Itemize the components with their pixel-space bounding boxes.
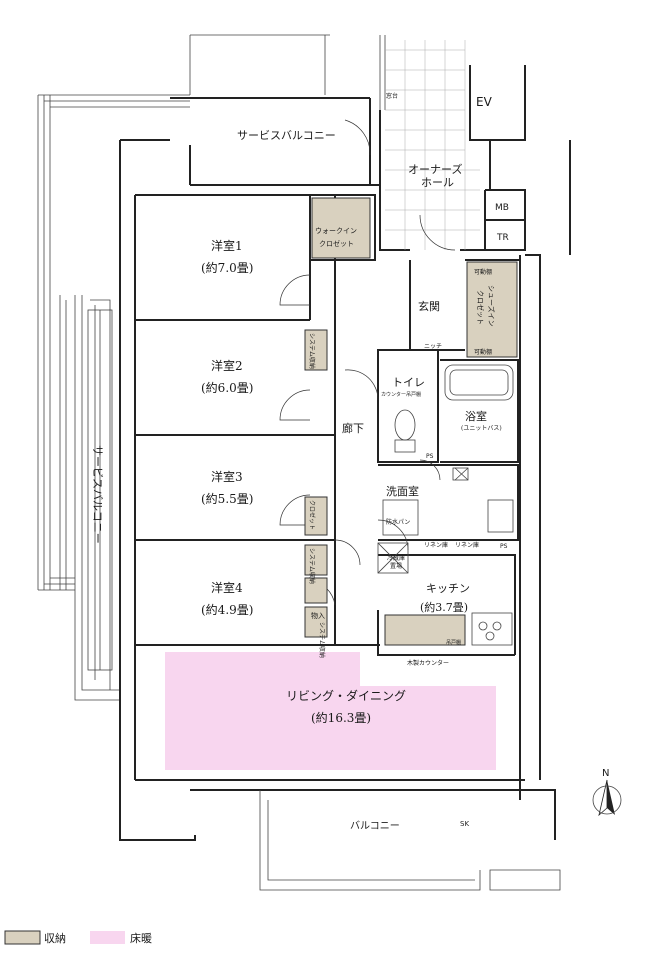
western1-name: 洋室1: [211, 238, 243, 253]
legend-storage-label: 収納: [44, 932, 66, 945]
owners-hall-label-2: ホール: [421, 176, 454, 189]
washroom-label: 洗面室: [386, 484, 419, 498]
kitchen-size: (約3.7畳): [420, 600, 468, 614]
western4-name: 洋室4: [211, 580, 243, 595]
linen-label-2: リネン庫: [455, 541, 479, 549]
western2-name: 洋室2: [211, 358, 243, 373]
wood-counter-label: 木製カウンター: [407, 659, 449, 667]
living-size: (約16.3畳): [311, 710, 371, 725]
storage-room: [304, 606, 328, 638]
shoes-closet-label: クロゼット: [476, 290, 485, 325]
room3-closet: [304, 496, 328, 536]
western2-size: (約6.0畳): [201, 380, 253, 395]
bath-sub: (ユニットバス): [461, 425, 502, 432]
genkan-label: 玄関: [418, 299, 440, 313]
storage-blocks: [304, 197, 518, 646]
room4-closet-a: [304, 544, 328, 576]
balcony-label: バルコニー: [350, 820, 400, 832]
walkin-label-1: ウォークイン: [315, 227, 357, 235]
bath-name: 浴室: [465, 409, 487, 423]
kitchen-name: キッチン: [426, 582, 470, 595]
linen-label-1: リネン庫: [424, 541, 448, 549]
fridge-label-2: 置場: [390, 562, 402, 570]
shoes-in-label: シューズイン: [487, 285, 496, 327]
walkin-closet: [311, 197, 371, 259]
kadou-label-1: 可動棚: [474, 268, 492, 276]
fridge-label-1: 冷蔵庫: [387, 554, 405, 562]
left-balcony-railing: [37, 94, 190, 701]
corridor-label: 廊下: [342, 421, 364, 435]
floor-heating-area: [165, 652, 496, 770]
western3-size: (約5.5畳): [201, 491, 253, 506]
legend-storage-swatch: [4, 930, 41, 945]
storage-room-label-2: システム収納: [318, 622, 326, 658]
ev-label: EV: [476, 95, 493, 109]
room3-closet-label: クロゼット: [308, 500, 316, 530]
room2-closet-label: システム収納: [308, 333, 316, 369]
legend-heating-swatch: [90, 931, 125, 944]
mado-label: 窓台: [386, 92, 398, 100]
ps-label-toilet: PS: [426, 453, 434, 460]
sk-label: SK: [460, 820, 469, 828]
ps-label-wash: PS: [500, 543, 508, 550]
toilet-counter-label: カウンター吊戸棚: [381, 391, 421, 398]
mb-label: MB: [495, 203, 509, 213]
hanging-shelf-label: 吊戸棚: [446, 639, 461, 646]
room2-closet: [304, 329, 328, 371]
room4-closet-b: [304, 577, 328, 604]
kitchen-counter: [384, 614, 466, 646]
kadou-label-2: 可動棚: [474, 348, 492, 356]
walkin-label-2: クロゼット: [319, 239, 354, 248]
fixtures: [377, 364, 514, 646]
storage-room-label-1: 物入: [311, 611, 325, 620]
shoes-in-closet: [466, 261, 518, 358]
niche-label: ニッチ: [424, 343, 442, 350]
western4-size: (約4.9畳): [201, 602, 253, 617]
western3-name: 洋室3: [211, 469, 243, 484]
western1-size: (約7.0畳): [201, 260, 253, 275]
hall-tiles: [385, 40, 480, 250]
service-balcony-top-label: サービスバルコニー: [237, 129, 336, 142]
walls: [119, 65, 571, 891]
north-label: N: [602, 768, 609, 779]
owners-hall-label-1: オーナーズ: [408, 162, 462, 176]
service-balcony-left-label: サービスバルコニー: [91, 445, 104, 544]
legend: 収納 床暖: [4, 930, 152, 945]
tr-label: TR: [496, 233, 509, 243]
bouhi-pan-label: 防水パン: [386, 518, 410, 526]
toilet-label: トイレ: [392, 376, 425, 389]
room4-system-label: システム収納: [308, 548, 316, 584]
legend-heating-label: 床暖: [130, 931, 152, 945]
north-arrow: [592, 779, 622, 817]
living-name: リビング・ダイニング: [286, 688, 406, 703]
